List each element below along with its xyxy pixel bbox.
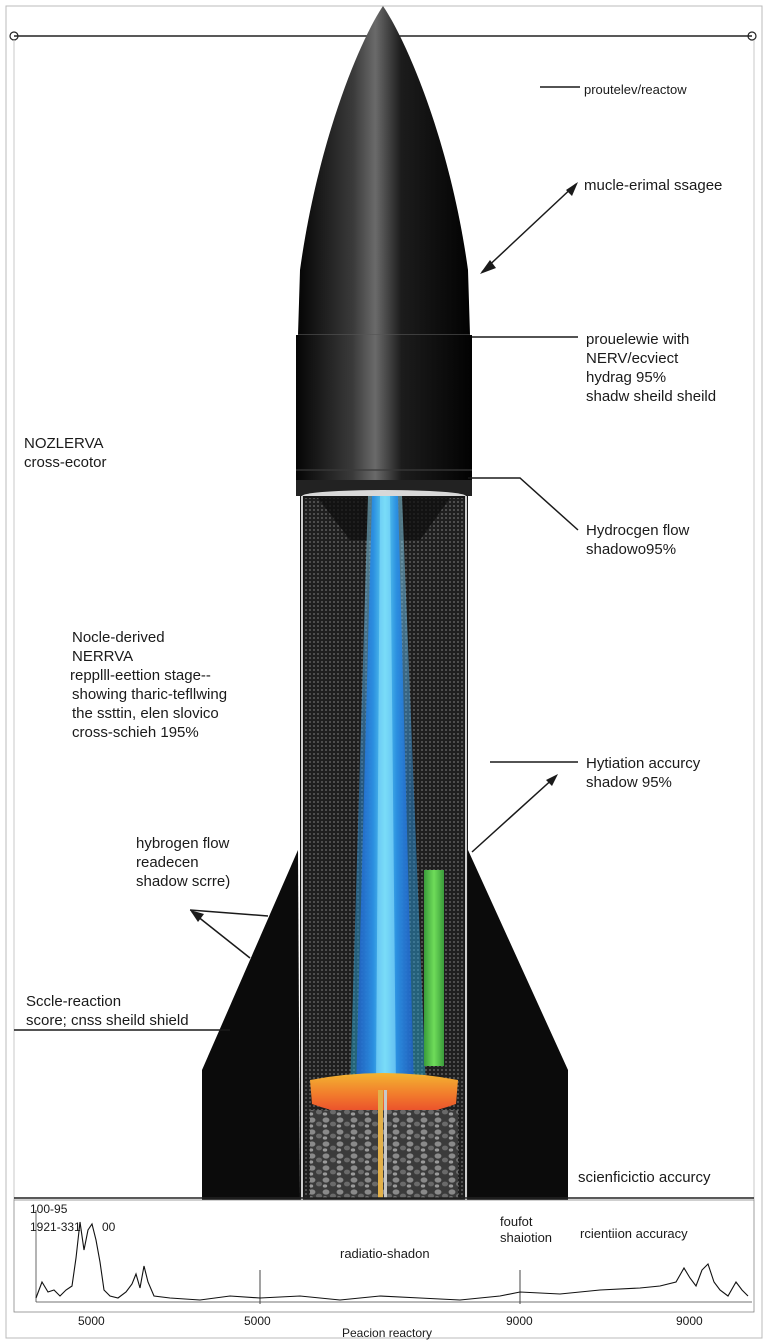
plot-label-top-left-2: 1921-331 [30, 1220, 81, 1234]
fuel-rod-a [378, 1090, 383, 1198]
left-fin [202, 850, 300, 1200]
callout-hydrogen-flow-left: hybrogen flow readecen shadow scrre) [136, 834, 230, 891]
hydrogen-left-line1: hybrogen flow [136, 835, 230, 852]
hydrogen-left-line2: readecen [136, 854, 199, 871]
plot-right-label-a-line2: shaiotion [500, 1230, 553, 1245]
scale-reaction-line2: score; cnss sheild shield [26, 1012, 189, 1029]
right-fin [468, 850, 568, 1200]
left-block-line6: cross-schieh 195% [72, 724, 199, 741]
arrow-upper-right-a [480, 260, 496, 274]
hydration-right-line2: shadow 95% [586, 774, 672, 791]
callout-middle-right-line1: prouelewie with [586, 331, 690, 348]
left-block-line1: Nocle-derived [72, 629, 165, 646]
scale-reaction-line1: Sccle-reaction [26, 993, 122, 1010]
control-rod [424, 870, 444, 1066]
callout-middle-right-line2: NERV/ecviect [586, 350, 679, 367]
plot-center-label: radiatio-shadon [340, 1246, 430, 1261]
spectrum-trace [35, 1221, 749, 1301]
callout-upper-right: mucle-erimal ssagee [584, 177, 723, 194]
left-title-line2: cross-ecotor [24, 454, 107, 471]
callout-scientific-accuracy: scienficictio accurcy [578, 1169, 711, 1186]
left-block-line2: NERRVA [72, 648, 134, 665]
callout-hydrogen-flow-right: Hydrocgen flow shadowo95% [586, 521, 689, 559]
plot-x-tick-3: 9000 [506, 1314, 533, 1328]
plot-x-tick-1: 5000 [78, 1314, 105, 1328]
left-block-line5: the ssttin, elen slovico [72, 705, 219, 722]
left-title-line1: NOZLERVA [24, 435, 104, 452]
callout-left-title: NOZLERVA cross-ecotor [24, 434, 107, 472]
plot-right-label-b: rcientiion accuracy [580, 1226, 688, 1241]
plot-right-label-a: foufot shaiotion [500, 1214, 552, 1246]
plot-frame [13, 1199, 755, 1313]
plot-label-top-mid: 00 [102, 1220, 116, 1234]
callout-left-block: Nocle-derived NERRVA repplll-eettion sta… [70, 628, 228, 742]
leader-hydrogen-left-a [189, 909, 269, 917]
hydrogen-left-line3: shadow scrre) [136, 873, 231, 890]
plot-right-label-a-line1: foufot [500, 1214, 533, 1229]
upper-stage-collar [296, 335, 472, 495]
top-rule-endcap-right [747, 31, 757, 41]
plot-label-top-left-1: 100-95 [30, 1202, 68, 1216]
fuel-rod-b [384, 1090, 387, 1198]
leader-hydrogen-left [191, 911, 251, 959]
nose-cone [298, 6, 470, 335]
plot-x-tick-2: 5000 [244, 1314, 271, 1328]
callout-scale-reaction: Sccle-reaction score; cnss sheild shield [26, 992, 189, 1030]
callout-top-right: proutelev/reactow [584, 82, 687, 97]
plot-x-tick-4: 9000 [676, 1314, 703, 1328]
leader-hydration [471, 775, 557, 853]
arrow-hydration [546, 774, 558, 786]
leader-upper-right [481, 183, 577, 273]
hydrogen-core [376, 496, 396, 1090]
left-block-line3: repplll-eettion stage-- [70, 667, 211, 684]
hydrogen-right-line2: shadowo95% [586, 541, 677, 558]
left-block-line4: showing tharic-tefllwing [72, 686, 228, 703]
callout-hydration-right: Hytiation accurcy shadow 95% [586, 754, 700, 792]
hydration-right-line1: Hytiation accurcy [586, 755, 701, 772]
callout-middle-right-line4: shadw sheild sheild [586, 388, 717, 405]
callout-middle-right: prouelewie with NERV/ecviect hydrag 95% … [586, 330, 716, 406]
leader-hydrogen-right [468, 477, 579, 531]
callout-middle-right-line3: hydrag 95% [586, 369, 667, 386]
plot-x-label: Peacion reactory [342, 1326, 433, 1340]
page-frame [5, 5, 763, 1339]
arrow-hydrogen-left [190, 910, 204, 922]
arrow-upper-right-b [566, 182, 578, 196]
hydrogen-right-line1: Hydrocgen flow [586, 522, 690, 539]
